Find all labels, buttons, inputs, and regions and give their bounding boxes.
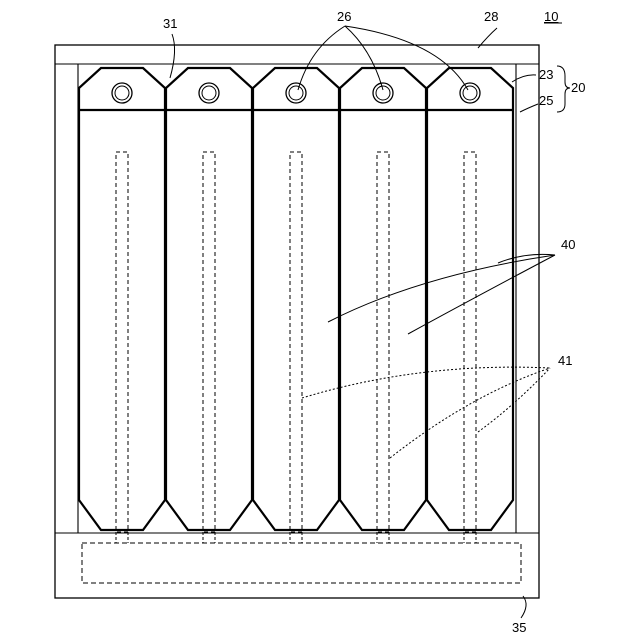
label-25: 25 [539,93,553,108]
leader-25 [520,104,538,112]
label-28: 28 [484,9,498,24]
panel-outline [79,68,165,530]
label-41: 41 [558,353,572,368]
label-26: 26 [337,9,351,24]
label-20: 20 [571,80,585,95]
label-figure-ref: 10 [544,9,558,24]
label-40: 40 [561,237,575,252]
label-35: 35 [512,620,526,635]
panel-outline [427,68,513,530]
bottom-dashed-box [82,543,521,583]
panel-group [79,68,513,543]
leader-31 [170,34,175,78]
leader-35 [521,596,526,618]
label-31: 31 [163,16,177,31]
label-23: 23 [539,67,553,82]
panel-outline [253,68,339,530]
brace-20 [557,66,570,112]
panel-outline [340,68,426,530]
panel-outline [166,68,252,530]
